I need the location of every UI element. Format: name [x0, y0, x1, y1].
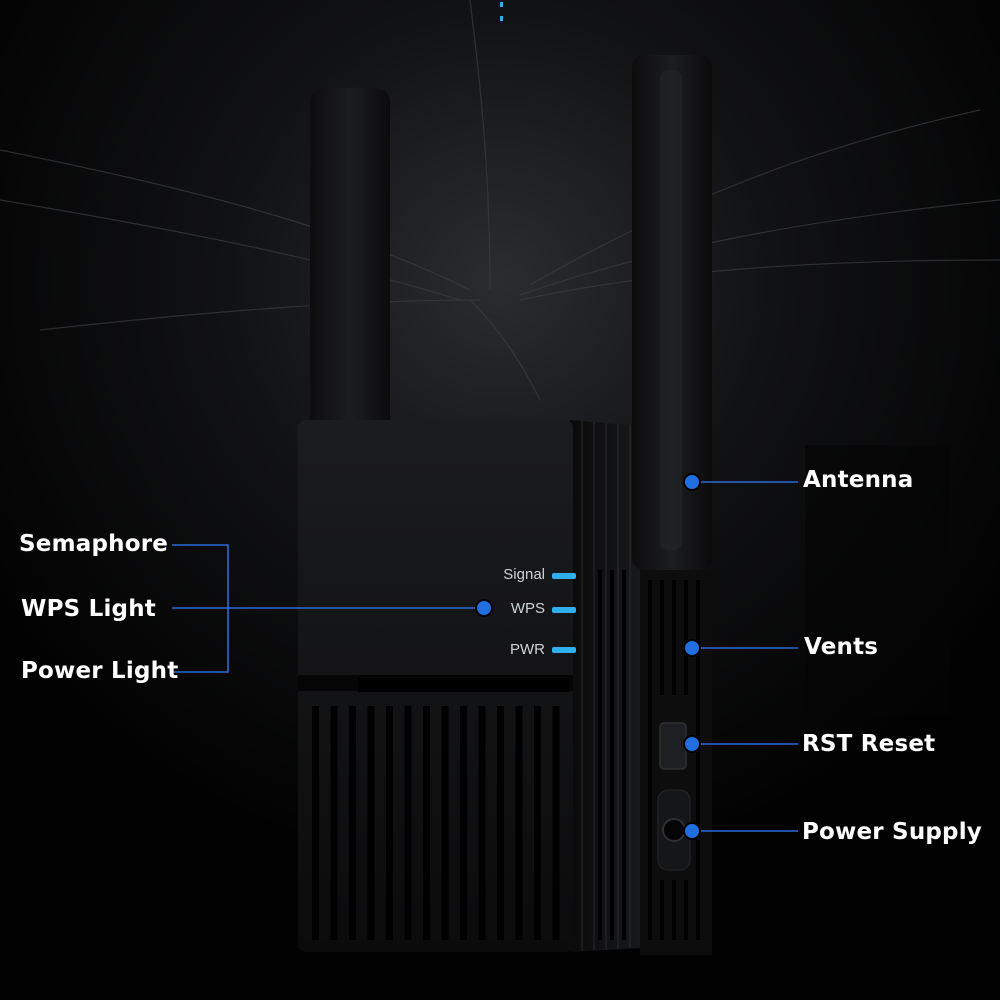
wps-led: [552, 607, 576, 613]
right-edge-shade: [805, 445, 950, 715]
wps-led-label: WPS: [510, 600, 545, 617]
wps-light-label: WPS Light: [21, 596, 156, 622]
front-vent-slot: [441, 706, 449, 940]
front-vent-slot: [386, 706, 393, 940]
signal-led-label: Signal: [503, 566, 545, 583]
antenna-dot: [683, 473, 701, 491]
callout-dots: [475, 473, 701, 840]
front-vent-slot: [330, 706, 338, 940]
front-vent-slot: [404, 706, 412, 940]
semaphore-label: Semaphore: [19, 531, 169, 557]
front-vent-slot: [423, 706, 430, 940]
rst-dot: [683, 735, 701, 753]
side-vent-slots: [598, 570, 626, 940]
front-vent-slot: [478, 706, 486, 940]
pwr-led: [552, 647, 576, 653]
front-vent-slot: [534, 706, 541, 940]
front-vent-slot: [312, 706, 319, 940]
front-vent-slot: [367, 706, 375, 940]
power-supply-label: Power Supply: [802, 819, 982, 845]
right-antenna-highlight: [660, 70, 682, 550]
front-vent-slot: [497, 706, 504, 940]
side-layers: [581, 421, 631, 951]
signal-led: [552, 573, 576, 579]
callout-lines: [172, 481, 798, 832]
led-indicators: [552, 573, 576, 653]
front-vent-slot: [552, 706, 560, 940]
pwr-led-label: PWR: [510, 641, 545, 658]
rst-reset-label: RST Reset: [802, 731, 936, 757]
vents-label: Vents: [804, 634, 879, 660]
front-vent-slot: [515, 706, 523, 940]
vents-dot: [683, 639, 701, 657]
power-light-label: Power Light: [21, 658, 179, 684]
power-supply-dot: [683, 822, 701, 840]
top-dots: [500, 2, 503, 21]
wps-dot: [475, 599, 493, 617]
front-vent-slot: [349, 706, 356, 940]
left-antenna: [310, 88, 390, 438]
light-streaks: [0, 0, 1000, 401]
antenna-label: Antenna: [803, 467, 914, 493]
side-vents: [648, 580, 700, 940]
front-vent-slot: [460, 706, 467, 940]
front-slit: [358, 678, 570, 692]
